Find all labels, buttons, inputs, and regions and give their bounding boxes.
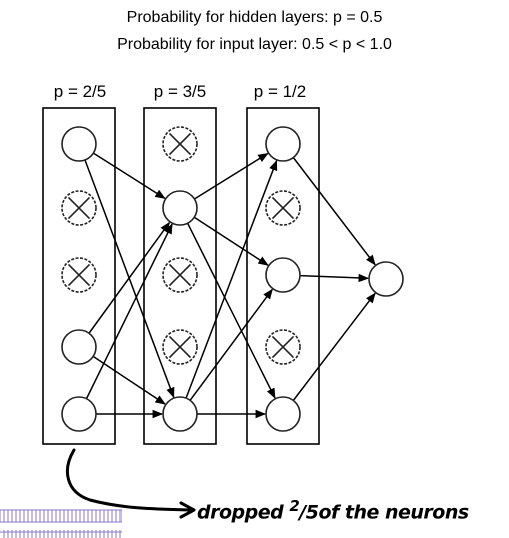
dropped-neuron xyxy=(162,126,198,162)
active-neuron xyxy=(61,396,97,432)
connection-arrow xyxy=(292,292,376,401)
annotation-arrowhead xyxy=(179,501,196,519)
active-neuron xyxy=(61,126,97,162)
layer-label-input: p = 2/5 xyxy=(53,82,107,101)
dropped-neuron xyxy=(61,190,97,226)
annotation-note: dropped 2/5of the neurons xyxy=(197,497,469,524)
layer-box-1 xyxy=(42,107,116,445)
output-neuron xyxy=(368,261,404,297)
annotation-fraction-num: 2 xyxy=(289,497,300,515)
decorative-ruler-lines xyxy=(0,509,122,538)
active-neuron xyxy=(265,126,301,162)
layer-box-2 xyxy=(143,107,217,445)
layer-label-hidden-2: p = 1/2 xyxy=(253,82,307,101)
dropped-neuron xyxy=(265,190,301,226)
connection-arrow xyxy=(92,152,166,199)
connection-arrow xyxy=(292,157,376,266)
active-neuron xyxy=(162,190,198,226)
layer-label-hidden-1: p = 3/5 xyxy=(153,82,207,101)
annotation-fraction-den: 5 xyxy=(305,501,319,524)
connection-arrow xyxy=(299,273,370,283)
header-line-hidden: Probability for hidden layers: p = 0.5 xyxy=(126,9,383,26)
connection-arrow xyxy=(85,223,173,400)
connection-arrow xyxy=(186,222,276,399)
dropped-neuron xyxy=(265,329,301,365)
annotation-prefix: dropped xyxy=(197,501,290,524)
connection-arrow xyxy=(185,159,278,399)
connection-arrow xyxy=(189,288,273,401)
connection-arrow xyxy=(194,152,269,200)
annotation-suffix: of the neurons xyxy=(318,501,469,524)
active-neuron xyxy=(265,257,301,293)
connection-arrow xyxy=(88,221,171,334)
active-neuron xyxy=(61,329,97,365)
handwritten-annotation-arrow xyxy=(65,448,192,512)
connection-arrow xyxy=(193,216,269,266)
active-neuron xyxy=(265,396,301,432)
dropped-neuron xyxy=(162,329,198,365)
dropped-neuron xyxy=(162,257,198,293)
active-neuron xyxy=(162,396,198,432)
header-line-input: Probability for input layer: 0.5 < p < 1… xyxy=(117,36,392,53)
dropped-neuron xyxy=(61,257,97,293)
connection-arrow xyxy=(92,355,166,405)
